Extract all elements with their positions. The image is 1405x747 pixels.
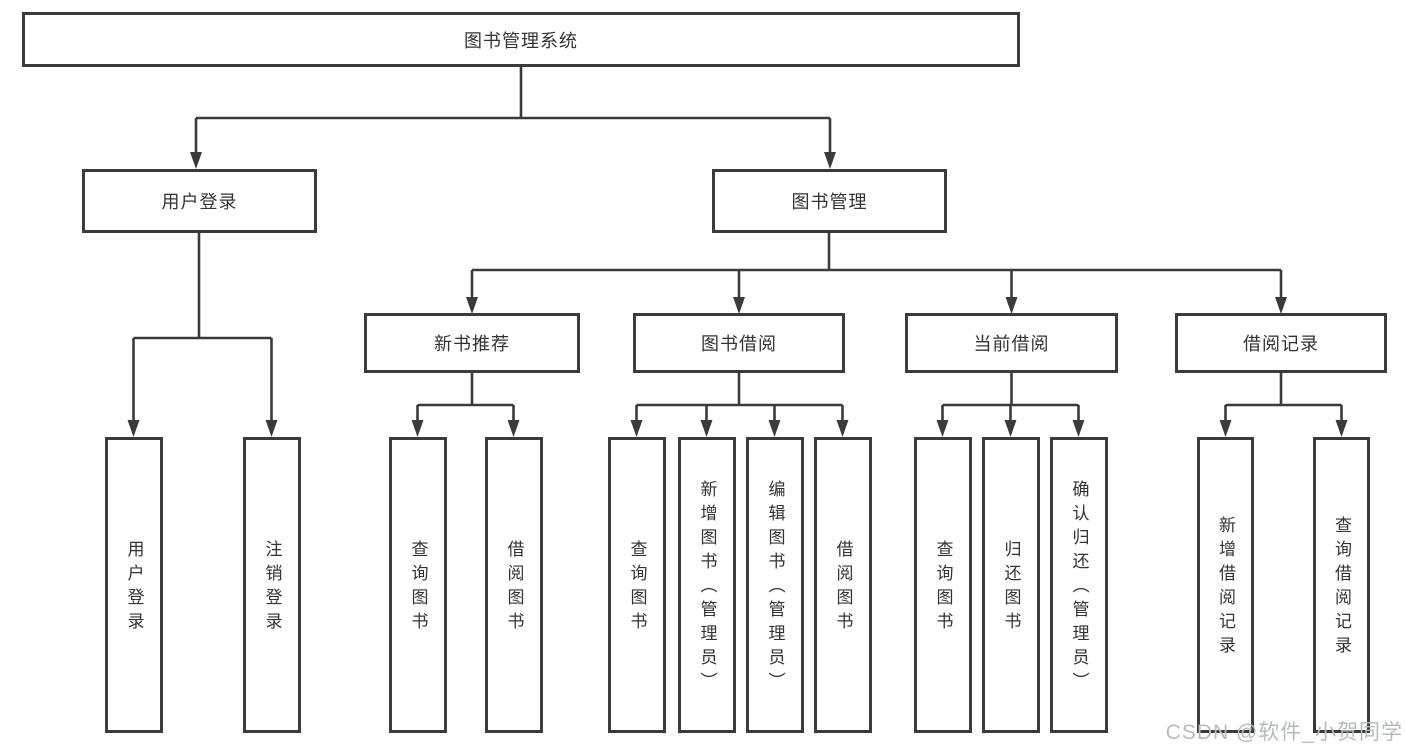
leaf-add-borrow-record: 新增借阅记录 — [1197, 437, 1254, 733]
node-borrow-records: 借阅记录 — [1175, 313, 1387, 373]
leaf-edit-book-admin: 编辑图书（管理员） — [746, 437, 804, 733]
leaf-query-books-recommend: 查询图书 — [389, 437, 447, 733]
node-user-login: 用户登录 — [82, 169, 317, 233]
leaf-query-books-current: 查询图书 — [914, 437, 972, 733]
leaf-query-books-borrow: 查询图书 — [608, 437, 666, 733]
leaf-logout: 注销登录 — [243, 437, 301, 733]
node-book-management: 图书管理 — [712, 169, 947, 233]
leaf-borrow-books-recommend: 借阅图书 — [485, 437, 543, 733]
csdn-watermark: CSDN @软件_小贺同学 — [1165, 721, 1403, 744]
leaf-add-book-admin: 新增图书（管理员） — [678, 437, 736, 733]
node-new-book-recommend: 新书推荐 — [364, 313, 580, 373]
node-root: 图书管理系统 — [22, 12, 1020, 67]
leaf-query-borrow-record: 查询借阅记录 — [1313, 437, 1370, 733]
leaf-borrow-book: 借阅图书 — [814, 437, 872, 733]
leaf-confirm-return-admin: 确认归还（管理员） — [1050, 437, 1108, 733]
node-current-borrow: 当前借阅 — [905, 313, 1118, 373]
node-book-borrow: 图书借阅 — [633, 313, 845, 373]
leaf-user-login: 用户登录 — [105, 437, 163, 733]
leaf-return-book: 归还图书 — [982, 437, 1040, 733]
